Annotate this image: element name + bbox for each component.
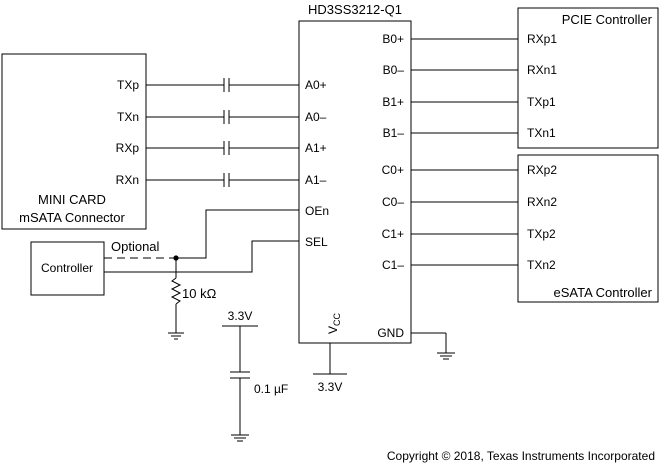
esata-controller-box [517, 154, 659, 303]
resistor-icon [170, 277, 182, 305]
line-a1-plus [146, 141, 299, 155]
pcie-pin-rxn1: RXn1 [527, 63, 557, 77]
ic-pin-b1-plus: B1+ [382, 95, 404, 109]
ic-pin-a1-plus: A1+ [305, 141, 327, 155]
mini-card-pin-txn: TXn [117, 110, 139, 124]
mini-card-pin-txp: TXp [117, 78, 139, 92]
wire-sel [104, 240, 299, 273]
ic-name: HD3SS3212-Q1 [308, 2, 402, 17]
pcie-pin-txn1: TXn1 [527, 126, 556, 140]
vcc-main: V [326, 326, 340, 334]
controller-label: Controller [41, 261, 93, 275]
ic-body [298, 20, 412, 344]
esata-pin-txn2: TXn2 [527, 258, 556, 272]
decoupling-supply-label: 3.3V [228, 309, 253, 323]
pcie-pin-txp1: TXp1 [527, 95, 556, 109]
mini-card-title-line1: MINI CARD [38, 192, 106, 207]
line-a1-minus [146, 173, 299, 187]
ground-icon [168, 332, 184, 340]
pcie-controller-title: PCIE Controller [562, 12, 653, 27]
esata-pin-rxn2: RXn2 [527, 195, 557, 209]
line-a0-minus [146, 110, 299, 124]
ic-pin-oen: OEn [305, 204, 329, 218]
ic-pin-a1-minus: A1– [305, 173, 327, 187]
svg-text:VCC: VCC [326, 312, 342, 334]
wire-oen [176, 209, 299, 259]
mini-card-title-line2: mSATA Connector [19, 210, 125, 225]
line-a0-plus [146, 78, 299, 92]
ic-pin-a0-minus: A0– [305, 110, 327, 124]
mini-card-box [1, 53, 147, 230]
vcc-subscript: CC [332, 312, 342, 325]
esata-pin-txp2: TXp2 [527, 227, 556, 241]
optional-label: Optional [111, 239, 160, 254]
esata-controller-title: eSATA Controller [553, 285, 652, 300]
copyright-footer: Copyright © 2018, Texas Instruments Inco… [387, 449, 655, 463]
controller-box [30, 241, 105, 296]
ground-icon [437, 352, 455, 360]
ic-pin-c0-minus: C0– [382, 195, 404, 209]
pcie-pin-rxp1: RXp1 [527, 32, 557, 46]
ic-pin-gnd: GND [377, 326, 404, 340]
capacitor-label: 0.1 µF [254, 382, 288, 396]
ground-icon [231, 434, 249, 442]
mini-card-pin-rxp: RXp [116, 141, 140, 155]
vcc-supply-label: 3.3V [318, 380, 343, 394]
ic-pin-c1-plus: C1+ [382, 227, 404, 241]
ic-pin-a0-plus: A0+ [305, 78, 327, 92]
ic-pin-sel: SEL [305, 235, 328, 249]
ic-pin-c0-plus: C0+ [382, 163, 404, 177]
esata-pin-rxp2: RXp2 [527, 163, 557, 177]
ic-pin-c1-minus: C1– [382, 258, 404, 272]
ic-pin-b1-minus: B1– [383, 126, 405, 140]
resistor-label: 10 kΩ [182, 286, 217, 301]
mini-card-pin-rxn: RXn [116, 173, 139, 187]
ic-pin-b0-minus: B0– [383, 63, 405, 77]
ic-pin-b0-plus: B0+ [382, 32, 404, 46]
pcie-controller-box [517, 7, 659, 149]
ic-vcc-label: VCC [326, 312, 342, 334]
